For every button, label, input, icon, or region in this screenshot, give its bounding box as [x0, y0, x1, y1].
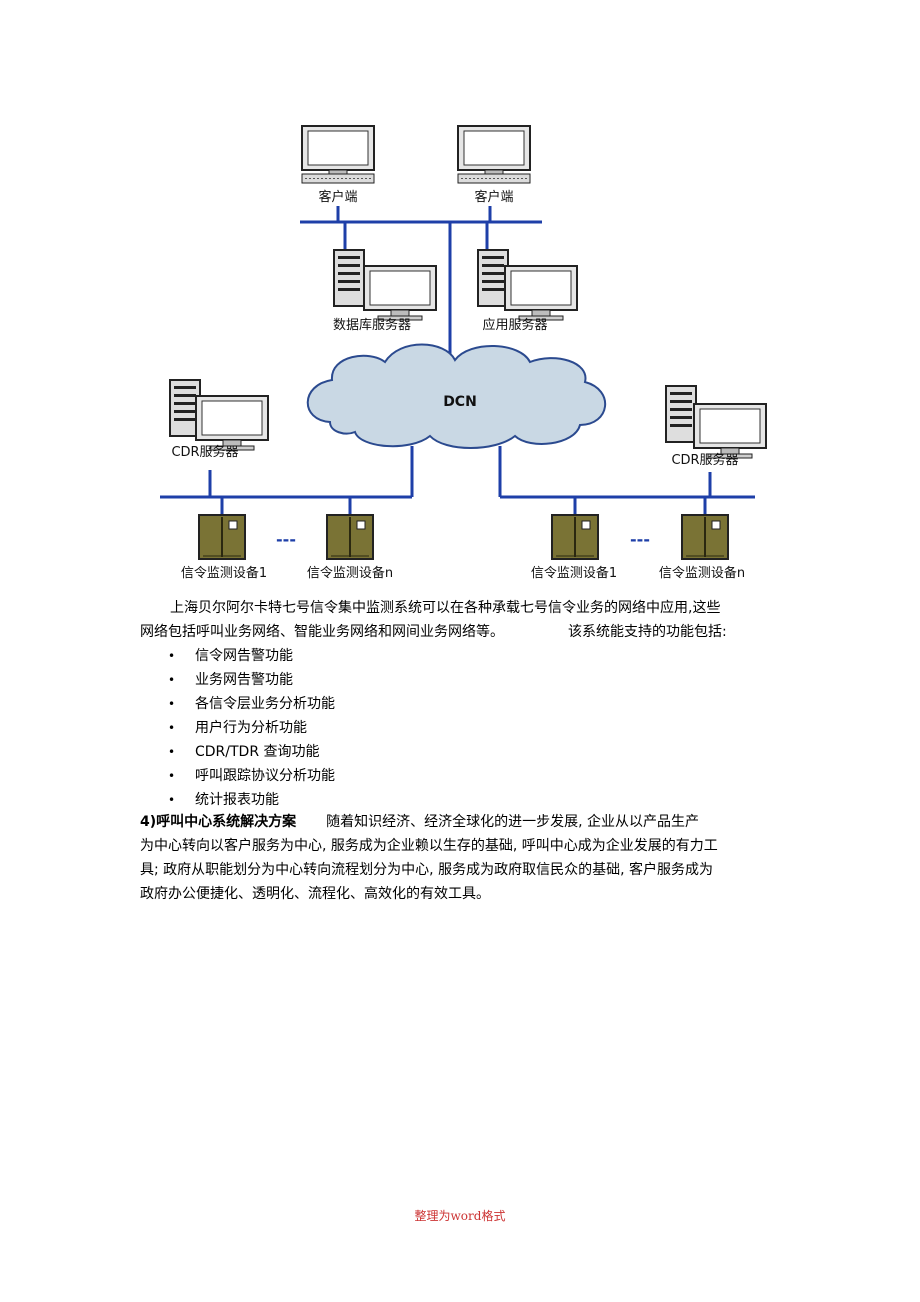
solution-text-4: 政府办公便捷化、透明化、流程化、高效化的有效工具。	[140, 886, 490, 902]
bullet-icon: •	[168, 721, 176, 735]
monitoring-device-icon-3	[551, 514, 599, 560]
device-label-3: 信令监测设备1	[531, 565, 617, 581]
network-lines	[160, 206, 755, 515]
bullet-icon: •	[168, 673, 176, 687]
feature-text: 业务网告警功能	[195, 672, 293, 688]
device-label-4: 信令监测设备n	[659, 565, 745, 581]
network-diagram: 客户端 客户端 数据库服务器 应用服务器 DCN CDR服务器 CDR服务器 -…	[160, 125, 767, 581]
cdr-server-label-1: CDR服务器	[171, 444, 238, 460]
feature-text: 统计报表功能	[195, 792, 279, 808]
bullet-icon: •	[168, 769, 176, 783]
page-footer: 整理为word格式	[414, 1209, 506, 1223]
intro-line-1: 上海贝尔阿尔卡特七号信令集中监测系统可以在各种承载七号信令业务的网络中应用,这些	[170, 600, 721, 616]
device-label-2: 信令监测设备n	[307, 565, 393, 581]
application-server-icon	[477, 249, 578, 321]
dcn-cloud	[306, 343, 606, 449]
application-server-label: 应用服务器	[482, 317, 547, 333]
client-label-2: 客户端	[474, 189, 513, 205]
solution-text-3: 具; 政府从职能划分为中心转向流程划分为中心, 服务成为政府取信民众的基础, 客…	[140, 862, 713, 878]
client-workstation-2	[457, 125, 531, 184]
bullet-icon: •	[168, 793, 176, 807]
solution-paragraph: 4)呼叫中心系统解决方案 随着知识经济、经济全球化的进一步发展, 企业从以产品生产…	[140, 810, 790, 906]
solution-text-1: 随着知识经济、经济全球化的进一步发展, 企业从以产品生产	[326, 814, 700, 830]
database-server-label: 数据库服务器	[333, 317, 411, 333]
intro-paragraph: 上海贝尔阿尔卡特七号信令集中监测系统可以在各种承载七号信令业务的网络中应用,这些…	[140, 596, 790, 644]
feature-text: CDR/TDR 查询功能	[195, 744, 320, 760]
device-ellipsis-1: ---	[276, 530, 296, 549]
database-server-icon	[333, 249, 437, 321]
client-label-1: 客户端	[318, 189, 357, 205]
feature-text: 用户行为分析功能	[195, 720, 307, 736]
cdr-server-icon-2	[665, 385, 767, 459]
bullet-icon: •	[168, 745, 176, 759]
monitoring-device-icon-4	[681, 514, 729, 560]
feature-text: 各信令层业务分析功能	[195, 696, 335, 712]
cdr-server-icon-1	[169, 379, 269, 451]
device-label-1: 信令监测设备1	[181, 565, 267, 581]
monitoring-device-icon-2	[326, 514, 374, 560]
intro-line-2b: 该系统能支持的功能包括:	[568, 624, 727, 640]
intro-line-2: 网络包括呼叫业务网络、智能业务网络和网间业务网络等。	[140, 624, 504, 640]
solution-text-2: 为中心转向以客户服务为中心, 服务成为企业赖以生存的基础, 呼叫中心成为企业发展…	[140, 838, 718, 854]
device-ellipsis-2: ---	[630, 530, 650, 549]
feature-text: 呼叫跟踪协议分析功能	[195, 768, 335, 784]
dcn-label: DCN	[443, 394, 477, 410]
solution-heading: 4)呼叫中心系统解决方案	[140, 814, 297, 830]
cdr-server-label-2: CDR服务器	[671, 452, 738, 468]
client-workstation-1	[301, 125, 375, 184]
bullet-icon: •	[168, 649, 176, 663]
bullet-icon: •	[168, 697, 176, 711]
feature-text: 信令网告警功能	[195, 648, 293, 664]
monitoring-device-icon-1	[198, 514, 246, 560]
